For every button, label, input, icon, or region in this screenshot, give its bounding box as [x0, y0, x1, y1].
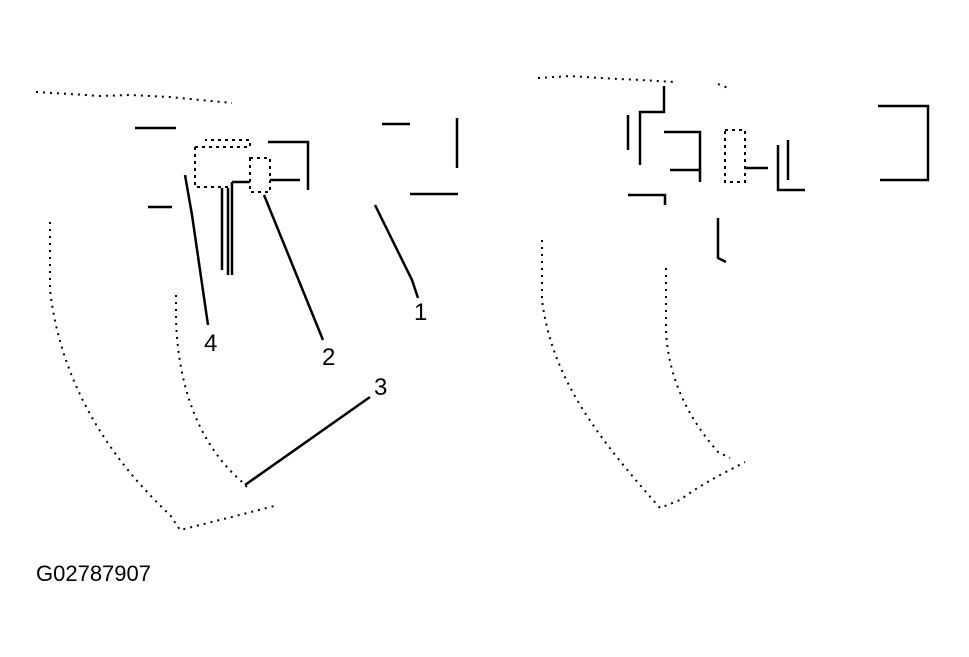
left-top-edge: [35, 91, 233, 104]
right-mount-top: [878, 104, 930, 182]
right-base-plate: [628, 193, 667, 205]
right-outer-curve: [541, 240, 746, 510]
left-assembly: [35, 91, 459, 532]
right-wire-drop: [716, 218, 727, 264]
figure-id: G02787907: [36, 561, 151, 586]
left-outer-curve: [49, 222, 279, 532]
right-connector-frame: [626, 86, 666, 165]
leader-1: [373, 204, 420, 299]
right-assembly: [537, 74, 930, 510]
leader-3: [244, 395, 371, 487]
callout-4: 4: [204, 330, 217, 357]
callout-1: 1: [414, 299, 427, 326]
left-inner-curve: [175, 295, 251, 491]
right-top-edge: [537, 74, 729, 89]
left-connector-body: [194, 139, 251, 188]
callout-leaders: [183, 174, 420, 487]
right-connector-plug: [724, 129, 746, 183]
left-connector-plug: [249, 157, 271, 193]
callout-3: 3: [374, 374, 387, 401]
callout-2: 2: [322, 344, 335, 371]
right-connector-link: [745, 140, 805, 192]
right-connector-steps: [664, 130, 702, 182]
leader-4: [183, 174, 210, 326]
leader-2: [262, 194, 325, 341]
right-inner-curve: [665, 268, 731, 459]
left-connector-housing: [268, 140, 310, 190]
left-wire-harness: [220, 180, 250, 275]
